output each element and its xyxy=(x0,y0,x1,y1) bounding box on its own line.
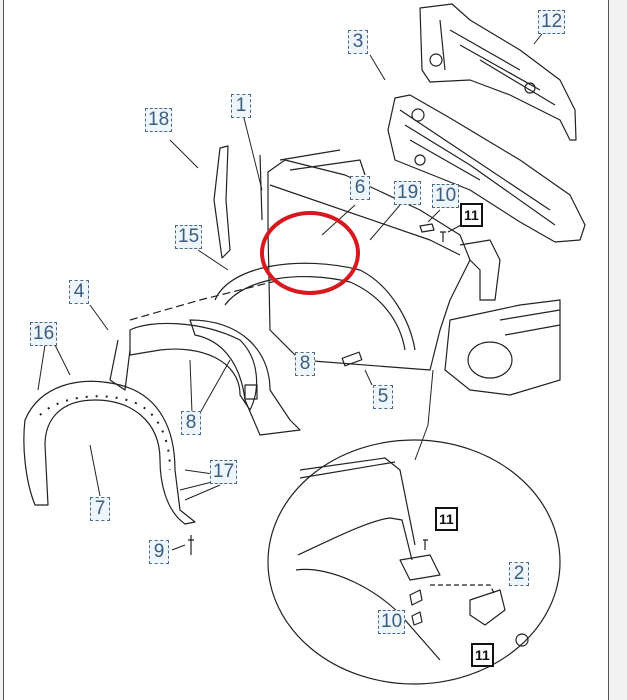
callout-11-inset-bottom: 11 xyxy=(471,643,494,667)
callout-15: 15 xyxy=(175,225,203,249)
callout-5: 5 xyxy=(373,385,393,409)
inset-detail-view xyxy=(267,439,561,685)
callout-10-inset: 10 xyxy=(378,610,406,634)
bumper-area xyxy=(444,299,561,396)
callout-7: 7 xyxy=(90,497,110,521)
retainer-part-10 xyxy=(419,223,435,233)
callout-10-top: 10 xyxy=(432,184,460,208)
callout-18: 18 xyxy=(145,108,173,132)
retainer-part-5 xyxy=(341,351,363,367)
callout-11-inset-top: 11 xyxy=(435,507,458,531)
callout-9: 9 xyxy=(149,540,169,564)
seal-part-18 xyxy=(213,145,231,259)
fender-flare-part-7 xyxy=(23,380,196,525)
callout-8-right: 8 xyxy=(295,352,315,376)
callout-12: 12 xyxy=(538,10,566,34)
fastener-part-9 xyxy=(188,535,194,555)
cowl-panel-part-12 xyxy=(419,3,577,141)
screw-part-11 xyxy=(440,231,446,242)
callout-11-top: 11 xyxy=(460,203,483,227)
callout-6: 6 xyxy=(350,176,370,200)
callout-16: 16 xyxy=(30,322,58,346)
callout-3: 3 xyxy=(348,30,368,54)
callout-8-left: 8 xyxy=(181,411,201,435)
flare-bracket-part-8 xyxy=(189,319,301,436)
callout-17: 17 xyxy=(210,460,238,484)
splash-shield-part-4 xyxy=(109,322,258,411)
fender-body-part-19 xyxy=(259,149,501,371)
cowl-side-panel-part-3 xyxy=(387,94,586,243)
callout-4: 4 xyxy=(69,280,89,304)
callout-2: 2 xyxy=(509,562,529,586)
callout-19: 19 xyxy=(394,181,422,205)
highlight-circle xyxy=(260,211,360,295)
callout-1: 1 xyxy=(231,94,251,118)
